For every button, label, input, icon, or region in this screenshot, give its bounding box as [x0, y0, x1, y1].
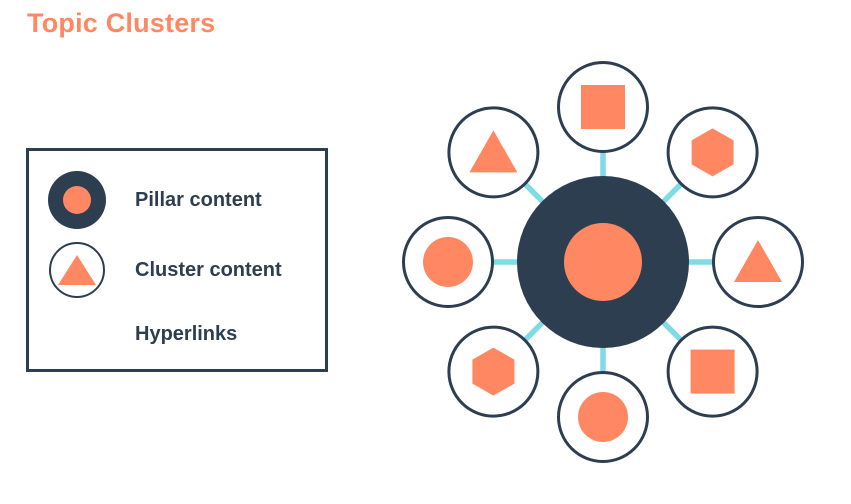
- cluster-shape-circle-bottom: [578, 392, 628, 442]
- legend-label-hyperlinks: Hyperlinks: [135, 322, 238, 345]
- legend-row-pillar: Pillar content: [29, 171, 325, 229]
- cluster-shape-hexagon-bottom-left: [472, 347, 515, 396]
- cluster-shape-hexagon-top-right: [691, 128, 734, 177]
- cluster-content-icon: [49, 242, 105, 298]
- cluster-triangle: [58, 255, 96, 285]
- legend-label-pillar: Pillar content: [135, 188, 262, 211]
- cluster-shape-square-bottom-right: [690, 349, 735, 394]
- cluster-shape-triangle-right: [734, 240, 782, 282]
- pillar-content-icon: [48, 171, 106, 229]
- legend-row-hyperlinks: Hyperlinks: [29, 313, 325, 355]
- legend-row-cluster: Cluster content: [29, 242, 325, 298]
- pillar-core-dot: [63, 186, 91, 214]
- pillar-core-circle: [564, 223, 642, 301]
- cluster-shape-triangle-top-left: [469, 130, 518, 173]
- page-title: Topic Clusters: [27, 8, 216, 38]
- legend: Pillar content Cluster content Hyperlink…: [26, 148, 328, 372]
- cluster-shape-circle-left: [423, 237, 473, 287]
- cluster-shape-square-top: [581, 85, 625, 129]
- legend-label-cluster: Cluster content: [135, 258, 282, 281]
